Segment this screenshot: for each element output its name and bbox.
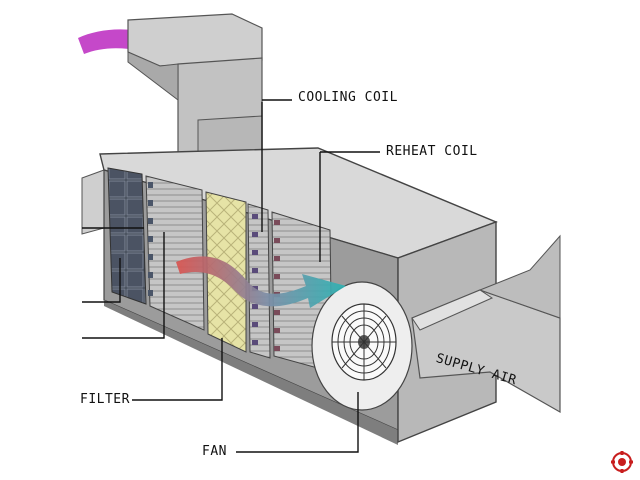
fan (311, 281, 413, 411)
leader-lines (82, 99, 380, 453)
first-coil-bank (145, 175, 205, 331)
prefilter-panel (107, 167, 147, 305)
airflow-arrow (176, 256, 346, 308)
label-fan: FAN (202, 444, 227, 459)
cooling-coil (247, 203, 271, 359)
supply-duct (411, 234, 561, 414)
first-coil-pipes (148, 182, 153, 296)
label-filter: FILTER (80, 392, 130, 407)
label-cooling-coil: COOLING COIL (298, 90, 398, 105)
gear-logo-icon (611, 451, 633, 473)
label-reheat-coil: REHEAT COIL (386, 144, 478, 159)
intake-duct (81, 169, 105, 235)
casing-floor (104, 300, 398, 445)
